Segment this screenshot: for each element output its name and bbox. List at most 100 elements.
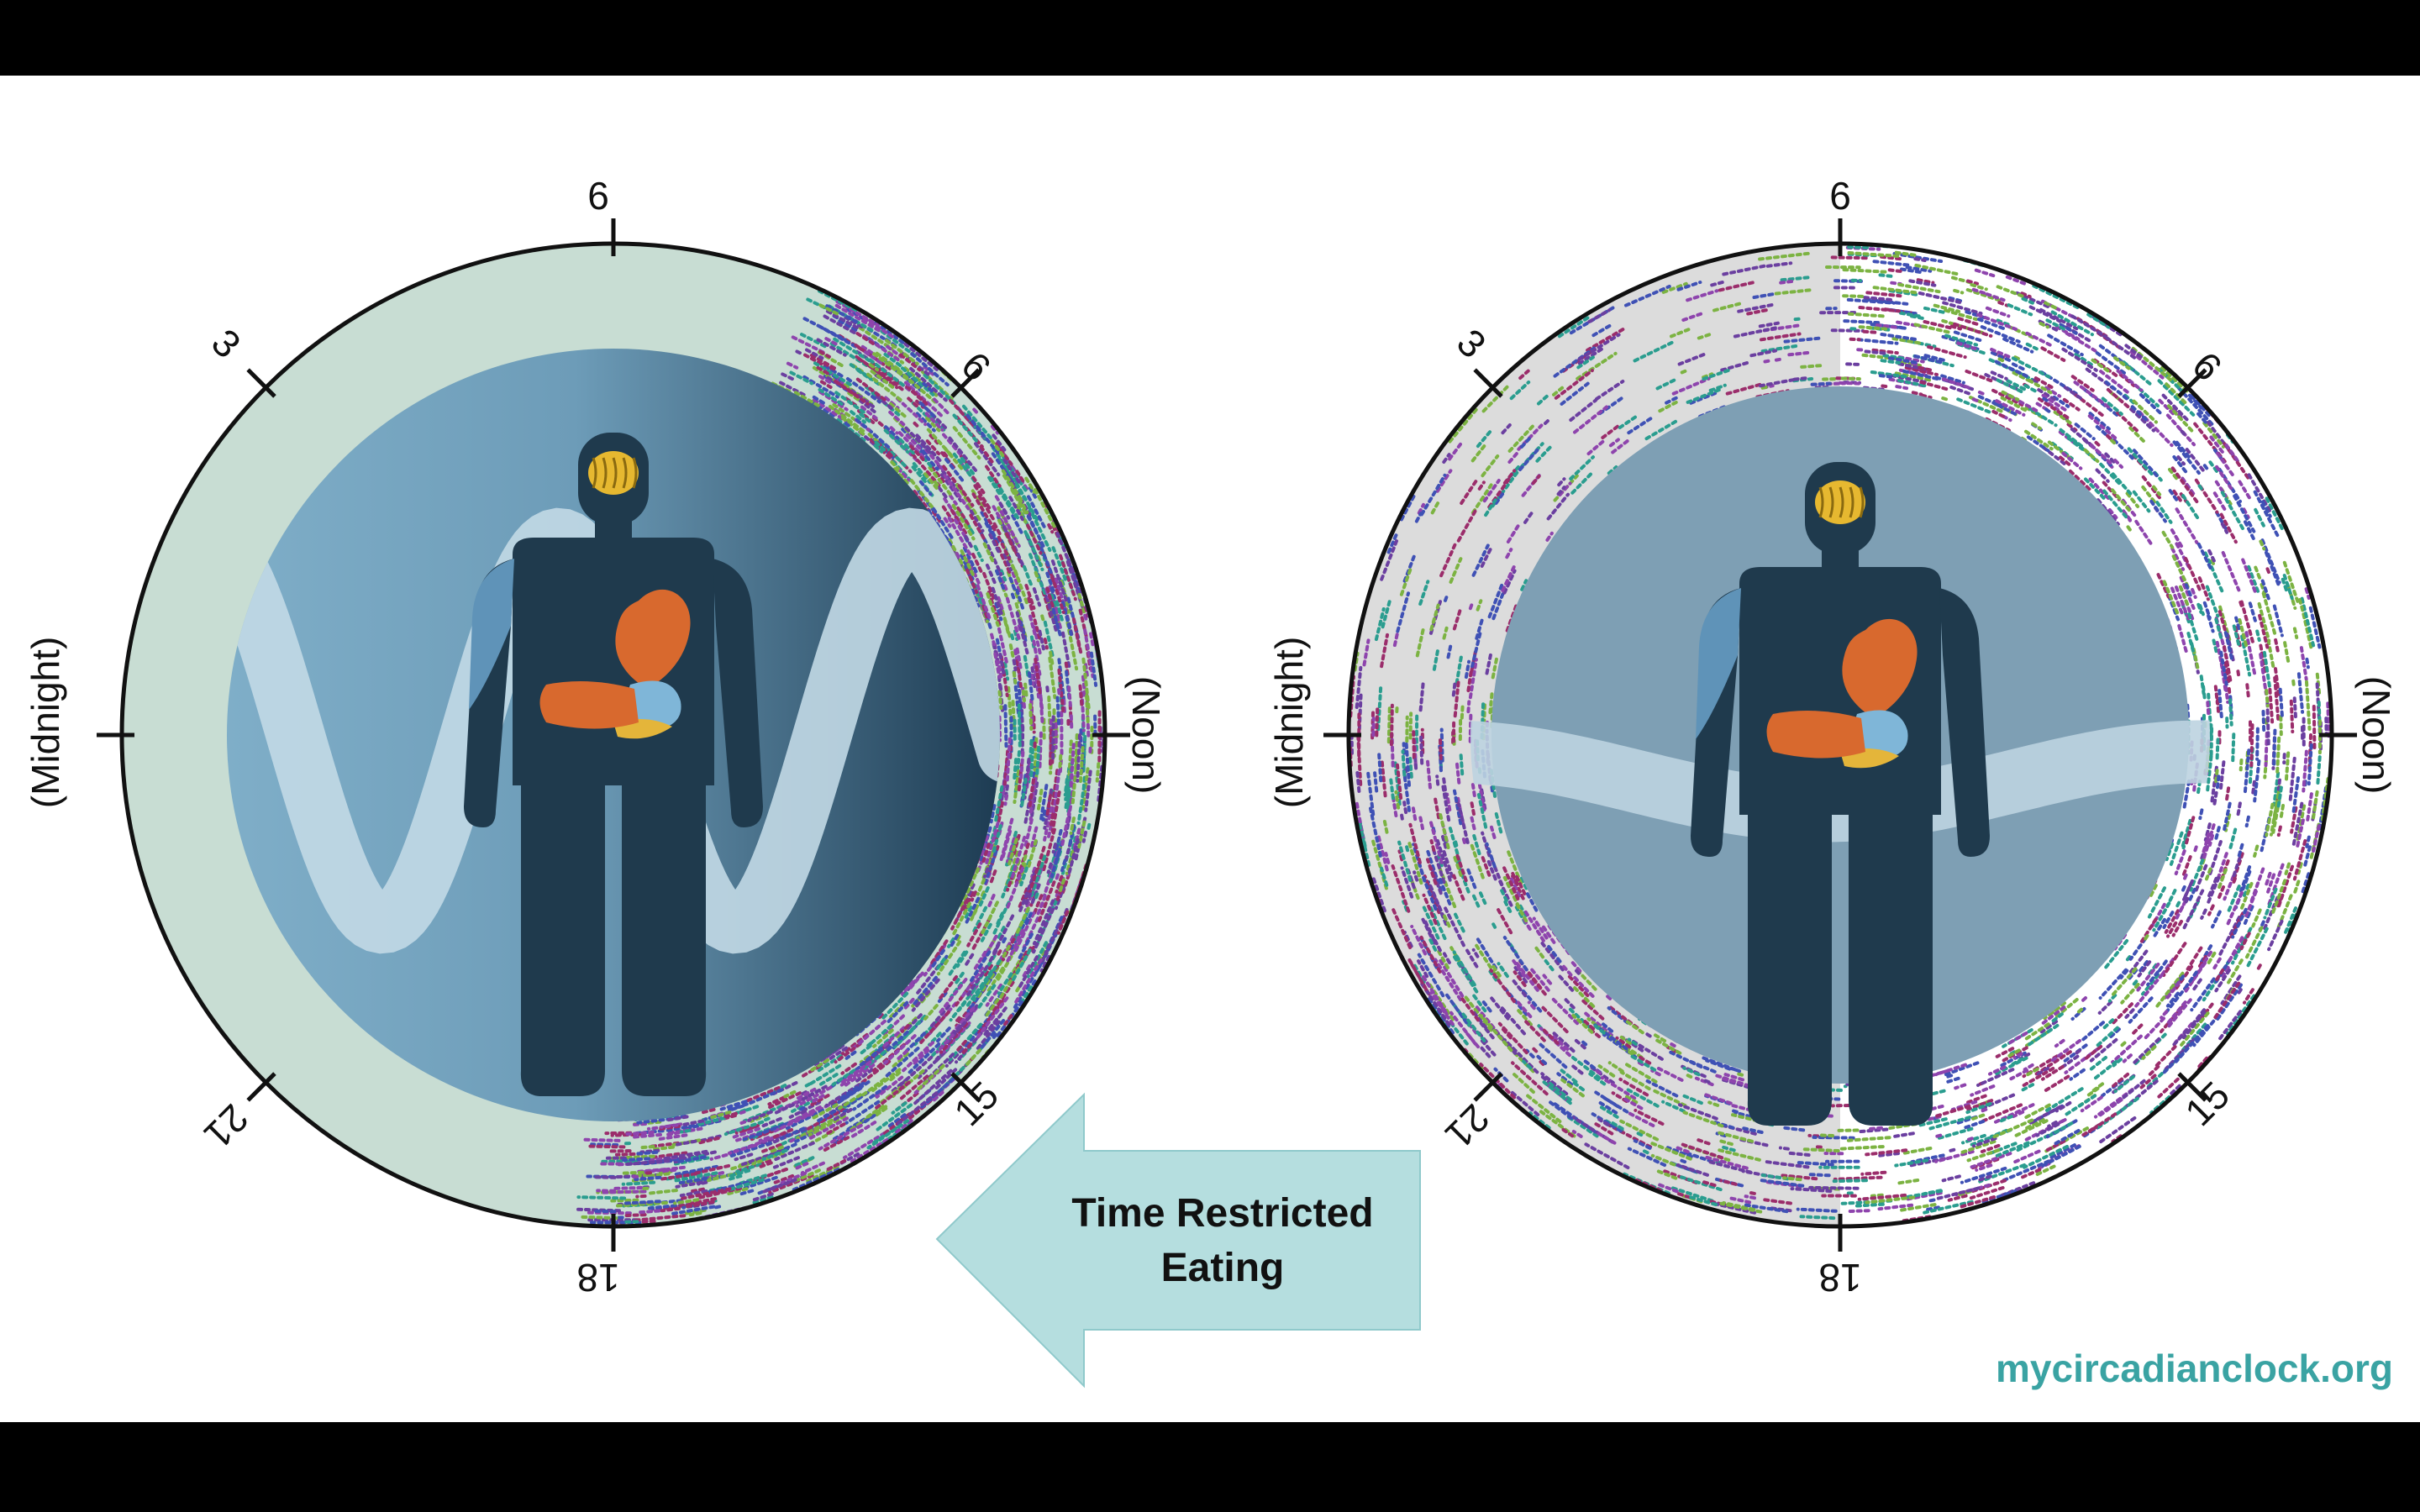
food-intake-mark [1780, 276, 1813, 282]
food-intake-mark [1396, 763, 1403, 800]
food-intake-mark [2272, 771, 2281, 807]
food-intake-mark [1511, 958, 1527, 978]
food-intake-mark [2148, 884, 2158, 900]
food-intake-mark [2205, 754, 2213, 795]
food-intake-mark [1571, 1014, 1594, 1034]
food-intake-mark [1470, 483, 1493, 515]
food-intake-mark [2037, 388, 2056, 402]
food-intake-mark [2253, 844, 2260, 858]
food-intake-mark [902, 1041, 934, 1073]
food-intake-mark [615, 1200, 668, 1208]
food-intake-mark [750, 1194, 774, 1205]
food-intake-mark [997, 535, 1011, 561]
food-intake-mark [1928, 1116, 1971, 1131]
food-intake-mark [1943, 1076, 1960, 1085]
food-intake-mark [896, 1091, 939, 1126]
food-intake-mark [1742, 1203, 1789, 1214]
food-intake-mark [773, 1103, 795, 1116]
food-intake-mark [904, 426, 934, 456]
food-intake-mark [1003, 661, 1010, 681]
food-intake-mark [890, 460, 900, 470]
food-intake-mark [1878, 273, 1896, 279]
food-intake-mark [1887, 356, 1918, 365]
food-intake-mark [581, 1137, 621, 1142]
food-intake-mark [2289, 699, 2295, 734]
food-intake-mark [2047, 402, 2060, 412]
food-intake-mark [2290, 806, 2298, 834]
food-intake-mark [2186, 946, 2203, 971]
food-intake-mark [2182, 889, 2205, 930]
food-intake-mark [971, 492, 998, 534]
food-intake-mark [858, 398, 877, 414]
food-intake-mark [1670, 1186, 1714, 1203]
food-intake-mark [2138, 387, 2160, 407]
food-intake-mark [2154, 1045, 2177, 1068]
food-intake-mark [1857, 1127, 1889, 1134]
food-intake-mark [1058, 878, 1066, 893]
food-intake-mark [2124, 1008, 2135, 1019]
food-intake-mark [1045, 586, 1055, 610]
food-intake-mark [2206, 876, 2221, 906]
food-intake-mark [2225, 994, 2256, 1036]
food-intake-mark [2142, 1016, 2165, 1042]
food-intake-mark [2109, 1072, 2130, 1089]
right-label-noon: (Noon) [2354, 676, 2398, 795]
food-intake-mark [1444, 593, 1449, 602]
food-intake-mark [1032, 894, 1044, 916]
food-intake-mark [1475, 616, 1485, 640]
food-intake-mark [1480, 997, 1492, 1013]
food-intake-mark [915, 964, 940, 995]
food-intake-mark [2054, 1101, 2072, 1113]
food-intake-mark [2175, 1024, 2210, 1063]
food-intake-mark [1084, 769, 1092, 812]
food-intake-mark [2244, 520, 2257, 543]
food-intake-mark [1665, 396, 1679, 405]
food-intake-mark [1041, 809, 1047, 822]
food-intake-mark [2152, 917, 2166, 939]
food-intake-mark [2001, 1046, 2028, 1063]
food-intake-mark [788, 1100, 822, 1119]
food-intake-mark [1618, 415, 1638, 429]
food-intake-mark [983, 1017, 998, 1037]
food-intake-mark [1682, 1150, 1714, 1163]
food-intake-mark [1491, 656, 1499, 680]
food-intake-mark [1028, 846, 1046, 893]
food-intake-mark [2241, 558, 2259, 596]
food-intake-mark [1028, 486, 1037, 499]
food-intake-mark [1003, 620, 1011, 638]
food-intake-mark [1749, 349, 1777, 358]
food-intake-mark [1560, 381, 1590, 406]
food-intake-mark [1027, 839, 1038, 868]
food-intake-mark [2178, 585, 2190, 607]
food-intake-mark [2308, 606, 2322, 649]
food-intake-mark [796, 1115, 840, 1140]
food-intake-mark [1476, 429, 1492, 449]
food-intake-mark [1518, 369, 1530, 380]
food-intake-mark [2200, 908, 2207, 920]
food-intake-mark [2089, 443, 2112, 465]
food-intake-mark [992, 914, 1015, 954]
food-intake-mark [1783, 336, 1822, 344]
food-intake-mark [1882, 354, 1908, 361]
food-intake-mark [937, 978, 968, 1016]
food-intake-mark [2141, 475, 2164, 502]
food-intake-mark [1774, 288, 1813, 296]
food-intake-mark [925, 416, 941, 433]
food-intake-mark [1681, 1064, 1707, 1079]
food-intake-mark [700, 1107, 716, 1115]
food-intake-mark [792, 1162, 809, 1171]
food-intake-mark [1397, 840, 1413, 882]
food-intake-mark [1399, 568, 1413, 596]
food-intake-mark [1413, 758, 1418, 770]
food-intake-mark [1546, 492, 1570, 521]
food-intake-mark [1906, 1157, 1946, 1168]
food-intake-mark [1964, 1094, 1987, 1105]
food-intake-mark [1392, 630, 1400, 648]
food-intake-mark [1029, 854, 1047, 899]
food-intake-mark [1765, 261, 1793, 268]
food-intake-mark [2112, 1002, 2133, 1025]
food-intake-mark [762, 1178, 797, 1194]
food-intake-mark [981, 963, 993, 980]
left-label-3: 3 [203, 320, 250, 366]
food-intake-mark [2044, 301, 2058, 310]
